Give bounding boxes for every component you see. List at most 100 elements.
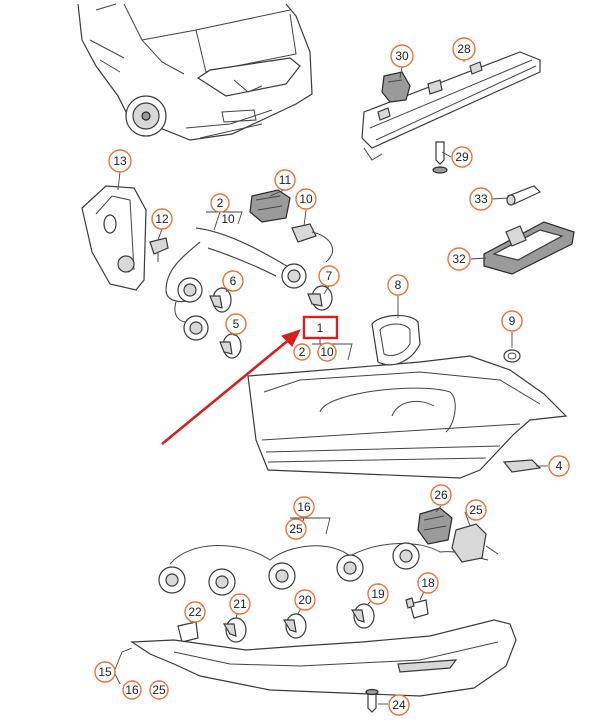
callout-ring xyxy=(184,601,206,623)
callout-22[interactable]: 22 xyxy=(184,601,206,623)
callout-ring xyxy=(317,342,337,362)
highlight-annotation xyxy=(161,315,339,446)
callout-28[interactable]: 28 xyxy=(452,37,476,61)
screw-29-part xyxy=(432,141,448,174)
callout-29[interactable]: 29 xyxy=(451,146,473,168)
callout-ring xyxy=(108,149,132,173)
callout-24[interactable]: 24 xyxy=(388,694,410,716)
callout-label: 19 xyxy=(371,587,385,601)
bulb-33-part xyxy=(506,185,542,206)
callout-ring xyxy=(447,247,471,271)
connectors-10-11-parts xyxy=(249,189,333,263)
callout-5[interactable]: 5 xyxy=(225,313,247,335)
callout-15[interactable]: 15 xyxy=(94,661,116,683)
lower-lamp-15-part xyxy=(130,619,517,697)
callout-4[interactable]: 4 xyxy=(548,455,570,477)
vehicle-rear-illustration xyxy=(77,3,313,141)
callout-ring xyxy=(501,310,523,332)
callout-ring xyxy=(417,572,439,594)
callout-label: 29 xyxy=(455,150,469,164)
callout-16[interactable]: 16 xyxy=(122,680,142,700)
callout-ring xyxy=(294,589,316,611)
callout-label: 13 xyxy=(113,154,127,168)
callout-label: 16 xyxy=(297,500,311,514)
callout-21[interactable]: 21 xyxy=(229,593,251,615)
callout-ring xyxy=(388,694,410,716)
callout-13[interactable]: 13 xyxy=(108,149,132,173)
callout-ring xyxy=(548,455,570,477)
callout-label: 7 xyxy=(326,269,333,283)
callout-7[interactable]: 7 xyxy=(318,265,340,287)
callout-label: 22 xyxy=(188,605,202,619)
callout-ring xyxy=(293,343,311,361)
callout-label: 32 xyxy=(452,252,466,266)
callout-label: 10 xyxy=(320,345,334,359)
callout-ring xyxy=(229,593,251,615)
callout-ring xyxy=(94,661,116,683)
callout-8[interactable]: 8 xyxy=(387,274,409,296)
callout-1[interactable]: 1 xyxy=(317,321,324,335)
callout-label: 6 xyxy=(230,274,237,288)
callout-12[interactable]: 12 xyxy=(151,208,173,230)
wiring-harness-lower xyxy=(158,542,489,596)
callout-18[interactable]: 18 xyxy=(417,572,439,594)
callout-ring xyxy=(293,496,315,518)
callout-label: 11 xyxy=(279,173,292,187)
callout-ring xyxy=(387,274,409,296)
callout-ring xyxy=(451,146,473,168)
license-plate-light-32-part xyxy=(483,221,575,275)
callout-label: 25 xyxy=(469,503,483,517)
callout-label: 33 xyxy=(474,192,488,206)
callout-label: 18 xyxy=(421,576,435,590)
callout-10[interactable]: 10 xyxy=(317,342,337,362)
callout-11[interactable]: 11 xyxy=(274,169,296,191)
highlight-arrow-line xyxy=(161,332,297,446)
reflector-13-part xyxy=(81,185,147,291)
callout-label: 15 xyxy=(98,665,112,679)
callout-ring xyxy=(465,499,487,521)
callout-2[interactable]: 2 xyxy=(210,193,230,213)
callout-ring xyxy=(210,193,230,213)
callout-ring xyxy=(452,37,476,61)
callout-9[interactable]: 9 xyxy=(501,310,523,332)
wiring-harness-upper xyxy=(165,227,307,341)
callout-label: 20 xyxy=(298,593,312,607)
third-brake-light-part xyxy=(361,51,541,161)
callout-10[interactable]: 10 xyxy=(295,188,317,210)
callout-ring xyxy=(390,44,414,68)
callout-label: 10 xyxy=(221,212,235,226)
tail-lamp-housing-1 xyxy=(247,355,568,479)
callout-ring xyxy=(222,270,244,292)
callout-ring xyxy=(285,518,307,540)
callout-label: 26 xyxy=(434,488,448,502)
callout-ring xyxy=(318,265,340,287)
callout-26[interactable]: 26 xyxy=(430,484,452,506)
callout-25[interactable]: 25 xyxy=(465,499,487,521)
callout-10[interactable]: 10 xyxy=(221,212,235,226)
callout-label: 25 xyxy=(289,522,303,536)
callout-25[interactable]: 25 xyxy=(285,518,307,540)
bulbs-5-6-7-parts xyxy=(209,285,333,359)
callout-16[interactable]: 16 xyxy=(293,496,315,518)
callout-2[interactable]: 2 xyxy=(293,343,311,361)
callout-30[interactable]: 30 xyxy=(390,44,414,68)
callout-19[interactable]: 19 xyxy=(367,583,389,605)
clip-12-part xyxy=(149,237,169,262)
callout-label: 10 xyxy=(299,192,313,206)
callout-label: 12 xyxy=(155,212,169,226)
callout-33[interactable]: 33 xyxy=(469,187,493,211)
callout-20[interactable]: 20 xyxy=(294,589,316,611)
pad-4-part xyxy=(502,459,542,473)
callout-6[interactable]: 6 xyxy=(222,270,244,292)
callout-ring xyxy=(430,484,452,506)
bulbs-18-19-20-21-22-parts xyxy=(177,597,429,643)
callout-25[interactable]: 25 xyxy=(149,680,169,700)
callout-label: 1 xyxy=(317,321,324,335)
gasket-8-part xyxy=(371,314,421,366)
callout-label: 9 xyxy=(509,314,516,328)
callout-32[interactable]: 32 xyxy=(447,247,471,271)
callout-label: 5 xyxy=(233,317,240,331)
highlight-box xyxy=(302,315,339,340)
callout-ring xyxy=(225,313,247,335)
